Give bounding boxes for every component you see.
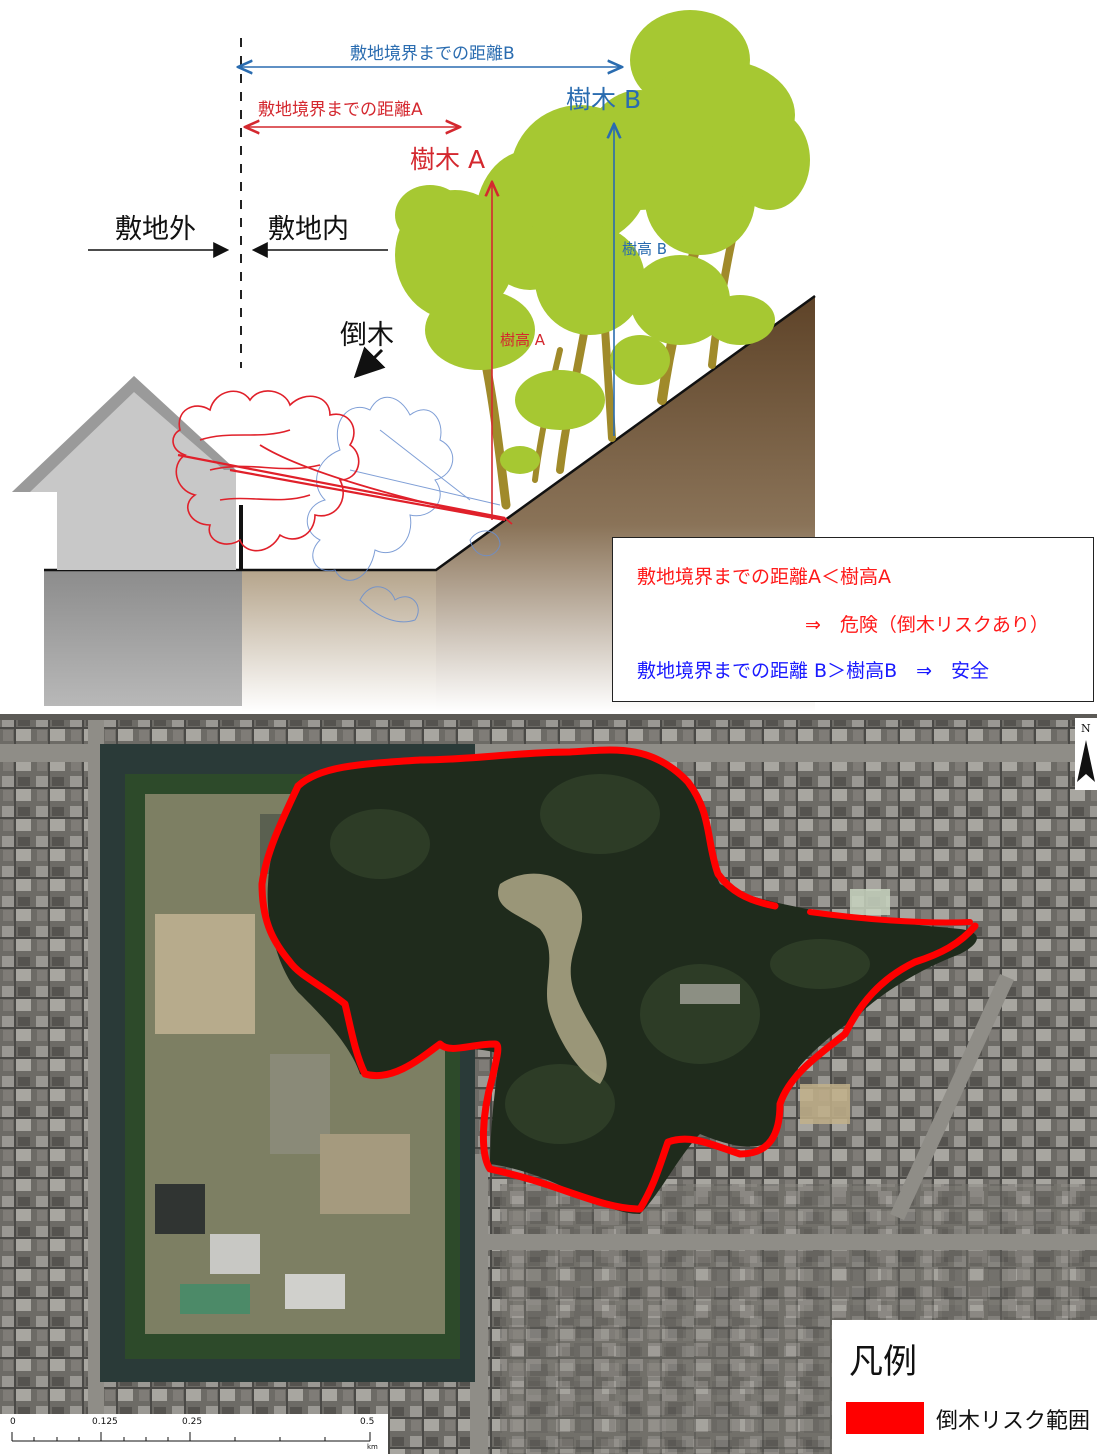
fallen-arrow xyxy=(353,346,386,379)
risk-explanation-box: 敷地境界までの距離A＜樹高A ⇒ 危険（倒木リスクあり） 敷地境界までの距離 B… xyxy=(612,537,1094,702)
scale-bar: 0 0.125 0.25 0.5 km xyxy=(0,1414,388,1454)
label-height-a: 樹高 A xyxy=(500,331,546,349)
label-fallen-tree: 倒木 xyxy=(340,320,394,351)
scale-unit: km xyxy=(367,1443,378,1451)
fallen-tree-a-outline xyxy=(172,390,513,552)
label-height-b: 樹高 B xyxy=(622,240,667,258)
risk-area-boundary xyxy=(258,746,979,1213)
label-distance-b: 敷地境界までの距離B xyxy=(350,44,515,64)
safe-condition-b: 敷地境界までの距離 B＞樹高B ⇒ 安全 xyxy=(637,660,990,682)
house-foundation xyxy=(44,570,242,706)
scale-tick-0125: 0.125 xyxy=(92,1417,118,1427)
legend-title: 凡例 xyxy=(849,1342,917,1382)
scale-tick-05: 0.5 xyxy=(360,1417,375,1427)
label-outside: 敷地外 xyxy=(115,214,196,245)
north-label: N xyxy=(1081,722,1091,735)
scale-tick-025: 0.25 xyxy=(182,1417,203,1427)
north-arrow: N xyxy=(1075,718,1097,790)
flat-ground xyxy=(242,570,436,712)
tree-canopies xyxy=(395,10,810,474)
forest-area xyxy=(267,752,977,1214)
legend-swatch-risk xyxy=(846,1402,924,1434)
label-inside: 敷地内 xyxy=(268,214,349,245)
risk-condition-a: 敷地境界までの距離A＜樹高A xyxy=(637,566,891,588)
scale-ruler xyxy=(11,1432,371,1442)
fallen-tree-b-outline xyxy=(306,396,501,623)
scale-tick-0: 0 xyxy=(10,1417,16,1427)
aerial-risk-map xyxy=(0,714,1097,1454)
north-arrow-icon xyxy=(1077,740,1095,782)
map-legend: 凡例 倒木リスク範囲 xyxy=(832,1320,1097,1454)
risk-result-a: ⇒ 危険（倒木リスクあり） xyxy=(805,614,1049,636)
label-tree-a: 樹木 A xyxy=(410,145,485,174)
house-roof xyxy=(12,376,236,492)
label-distance-a: 敷地境界までの距離A xyxy=(258,100,423,120)
label-tree-b: 樹木 B xyxy=(566,85,641,114)
legend-label-risk: 倒木リスク範囲 xyxy=(936,1409,1091,1434)
